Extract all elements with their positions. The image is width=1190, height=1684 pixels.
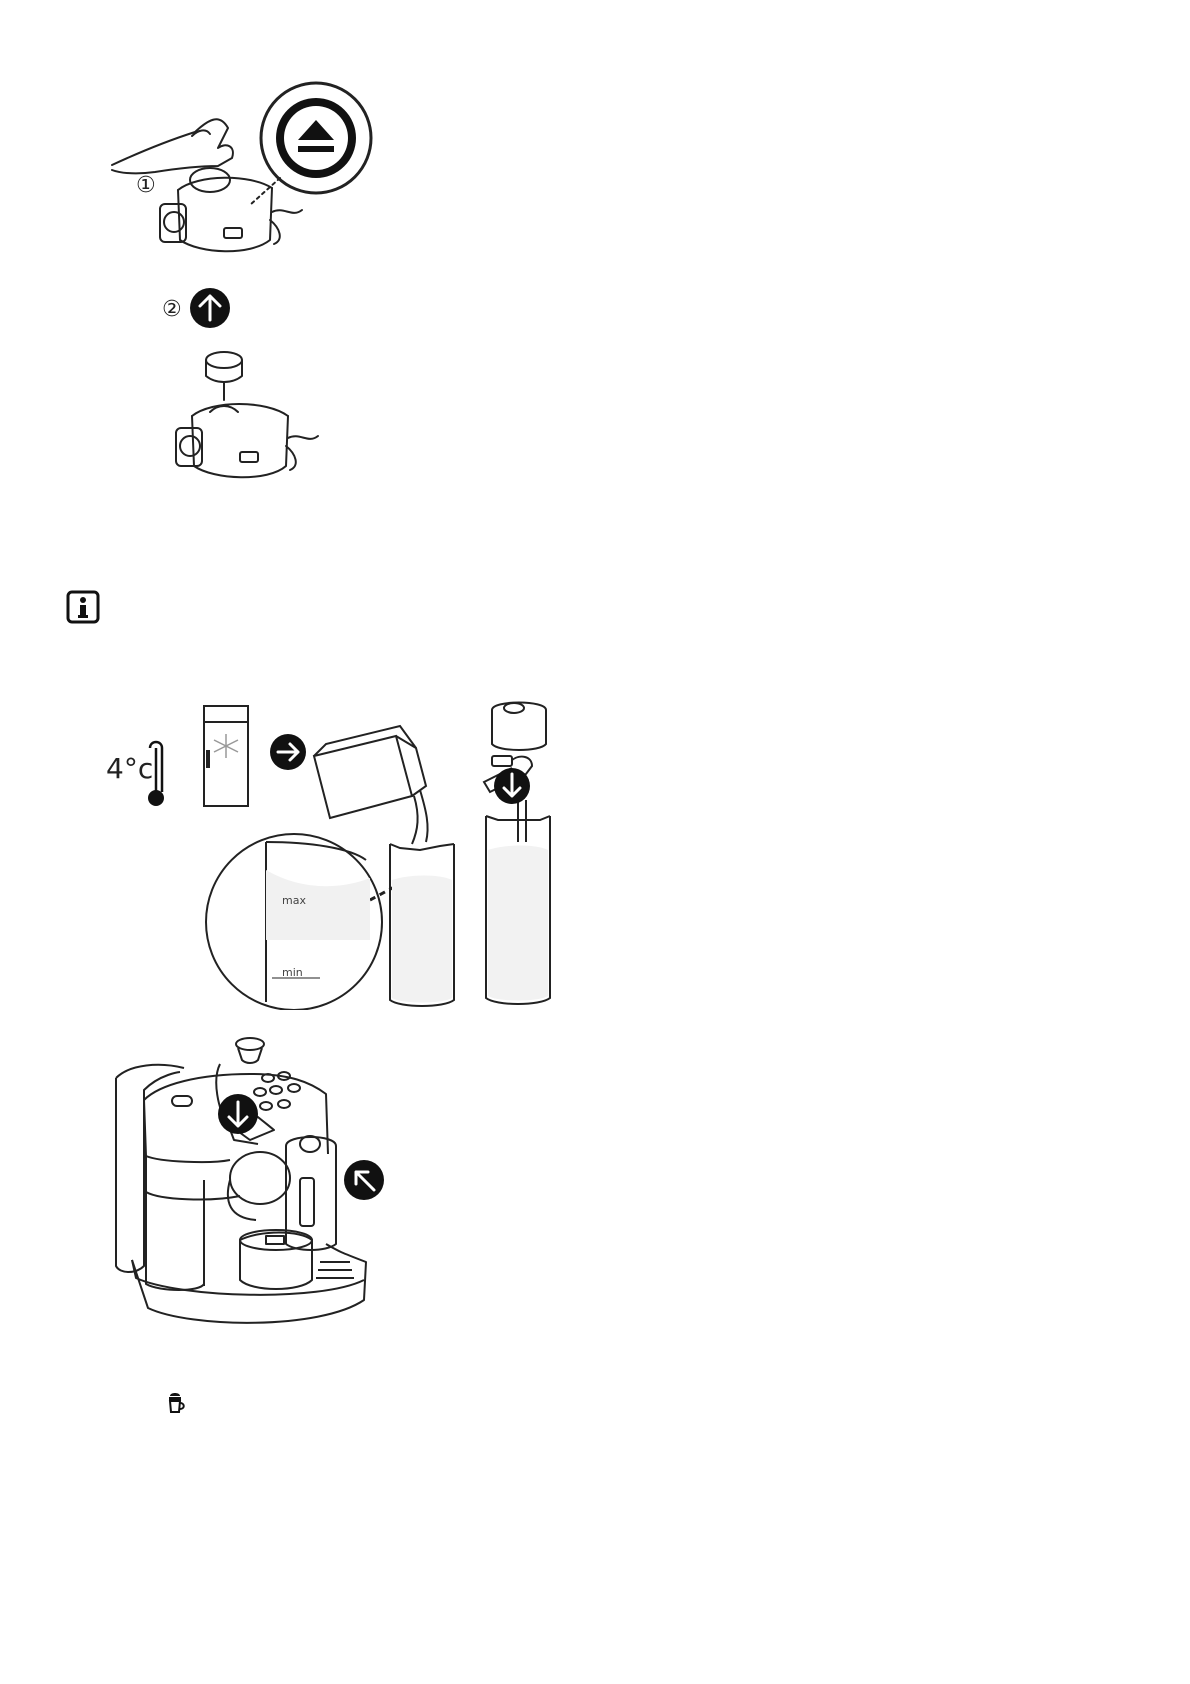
figure-milk-fill: 4°c max min (100, 700, 600, 1010)
step-1-label: ① (136, 173, 156, 198)
temperature-label: 4°c (106, 752, 153, 785)
figure-remove-lid: ① ② (100, 70, 400, 510)
machine-illustration (100, 1030, 420, 1350)
figure-machine (100, 1030, 420, 1350)
eject-icon (276, 98, 356, 178)
milk-carton-icon (314, 726, 428, 844)
min-mark: min (282, 966, 303, 979)
arrow-down-icon (218, 1094, 258, 1134)
arrow-up-icon (190, 288, 230, 328)
frother-illustration: ① ② (100, 70, 400, 510)
arrow-down-icon (494, 768, 530, 804)
latte-cup-icon (166, 1390, 188, 1414)
step-2-label: ② (162, 297, 182, 322)
capsule-icon (236, 1038, 264, 1063)
arrow-right-icon (270, 734, 306, 770)
info-icon (66, 590, 100, 624)
snowflake-icon (214, 734, 238, 758)
max-mark: max (282, 894, 306, 907)
arrow-up-left-icon (344, 1160, 384, 1200)
